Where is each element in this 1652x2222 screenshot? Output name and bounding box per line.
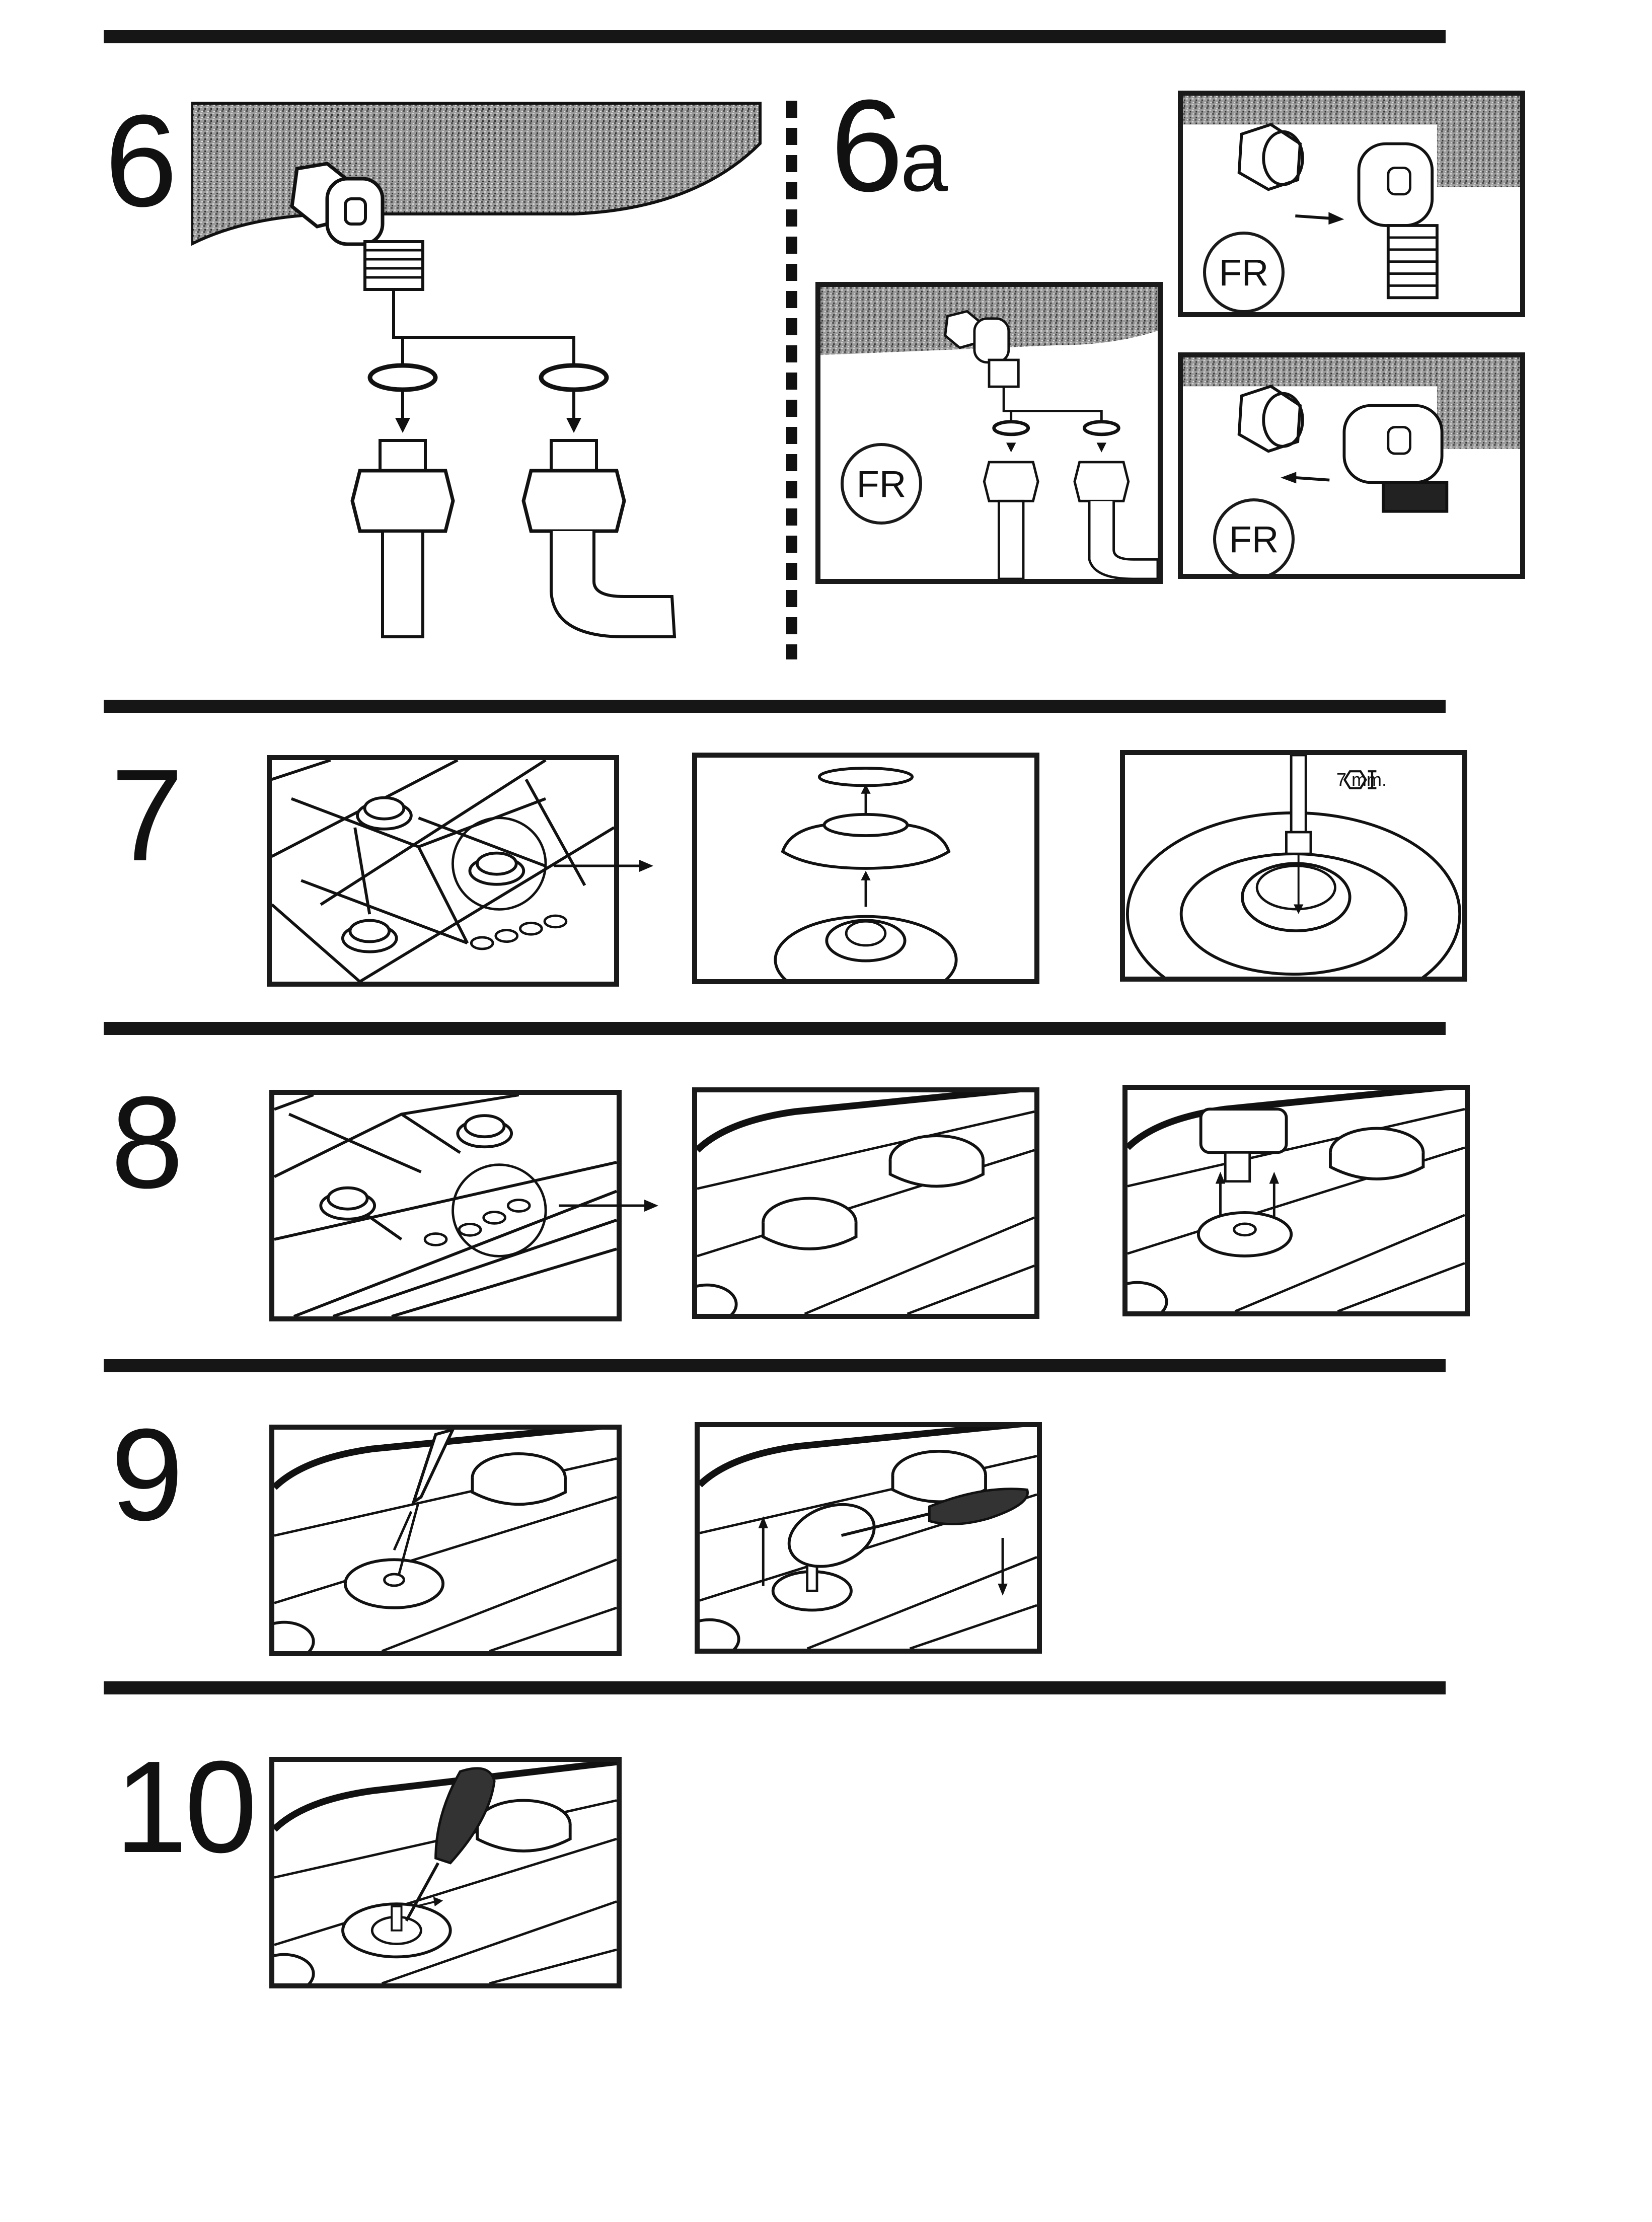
step-7-panel-injector-wrench: 7 mm. (1120, 750, 1467, 982)
step-number-8: 8 (111, 1077, 181, 1208)
step-8-label: 8 (111, 1070, 181, 1216)
step-number-10: 10 (115, 1742, 254, 1873)
section-rule-top (104, 30, 1446, 43)
hex-wrench-icon (1336, 769, 1387, 790)
step-8-arrow (559, 1196, 659, 1216)
step-number-6a: 6a (831, 81, 948, 211)
step-7-arrow (554, 856, 654, 876)
step-6a-panel-branch: FR (815, 282, 1163, 584)
fr-badge-label: FR (1229, 518, 1279, 561)
step-6a-suffix: a (900, 114, 948, 209)
section-rule-10 (104, 1681, 1446, 1694)
step-9-label: 9 (111, 1402, 181, 1548)
section-rule-7 (104, 700, 1446, 713)
step-number-7: 7 (111, 750, 181, 881)
step-6-illustration (191, 98, 770, 652)
wrench-size-indicator: 7 mm. (1336, 769, 1387, 790)
step-6a-main: 6 (831, 73, 900, 219)
step-8-panel-knobs-closeup (692, 1087, 1039, 1319)
step-9-panel-lever-tap (695, 1422, 1042, 1654)
step-6a-panel-elbow-reattach: FR (1178, 352, 1525, 579)
fr-badge: FR (841, 443, 922, 525)
fr-badge: FR (1203, 232, 1285, 313)
step-6-label: 6 (105, 88, 175, 234)
step-10-panel-adjust-screw (269, 1757, 622, 1988)
step-8-panel-knob-removal (1122, 1085, 1470, 1316)
step-10-label: 10 (115, 1734, 254, 1880)
step-number-6: 6 (105, 96, 175, 227)
step-number-9: 9 (111, 1410, 181, 1540)
step-7-panel-burner-parts (692, 753, 1039, 984)
section-rule-8 (104, 1022, 1446, 1035)
fr-badge: FR (1213, 498, 1295, 579)
step-9-panel-screwdriver-insert (269, 1425, 622, 1656)
dashed-divider (786, 101, 797, 659)
step-7-label: 7 (111, 743, 181, 888)
fr-badge-label: FR (1219, 251, 1269, 294)
fr-badge-label: FR (857, 463, 907, 505)
section-rule-9 (104, 1359, 1446, 1372)
step-6a-panel-elbow-detached: FR (1178, 91, 1525, 317)
